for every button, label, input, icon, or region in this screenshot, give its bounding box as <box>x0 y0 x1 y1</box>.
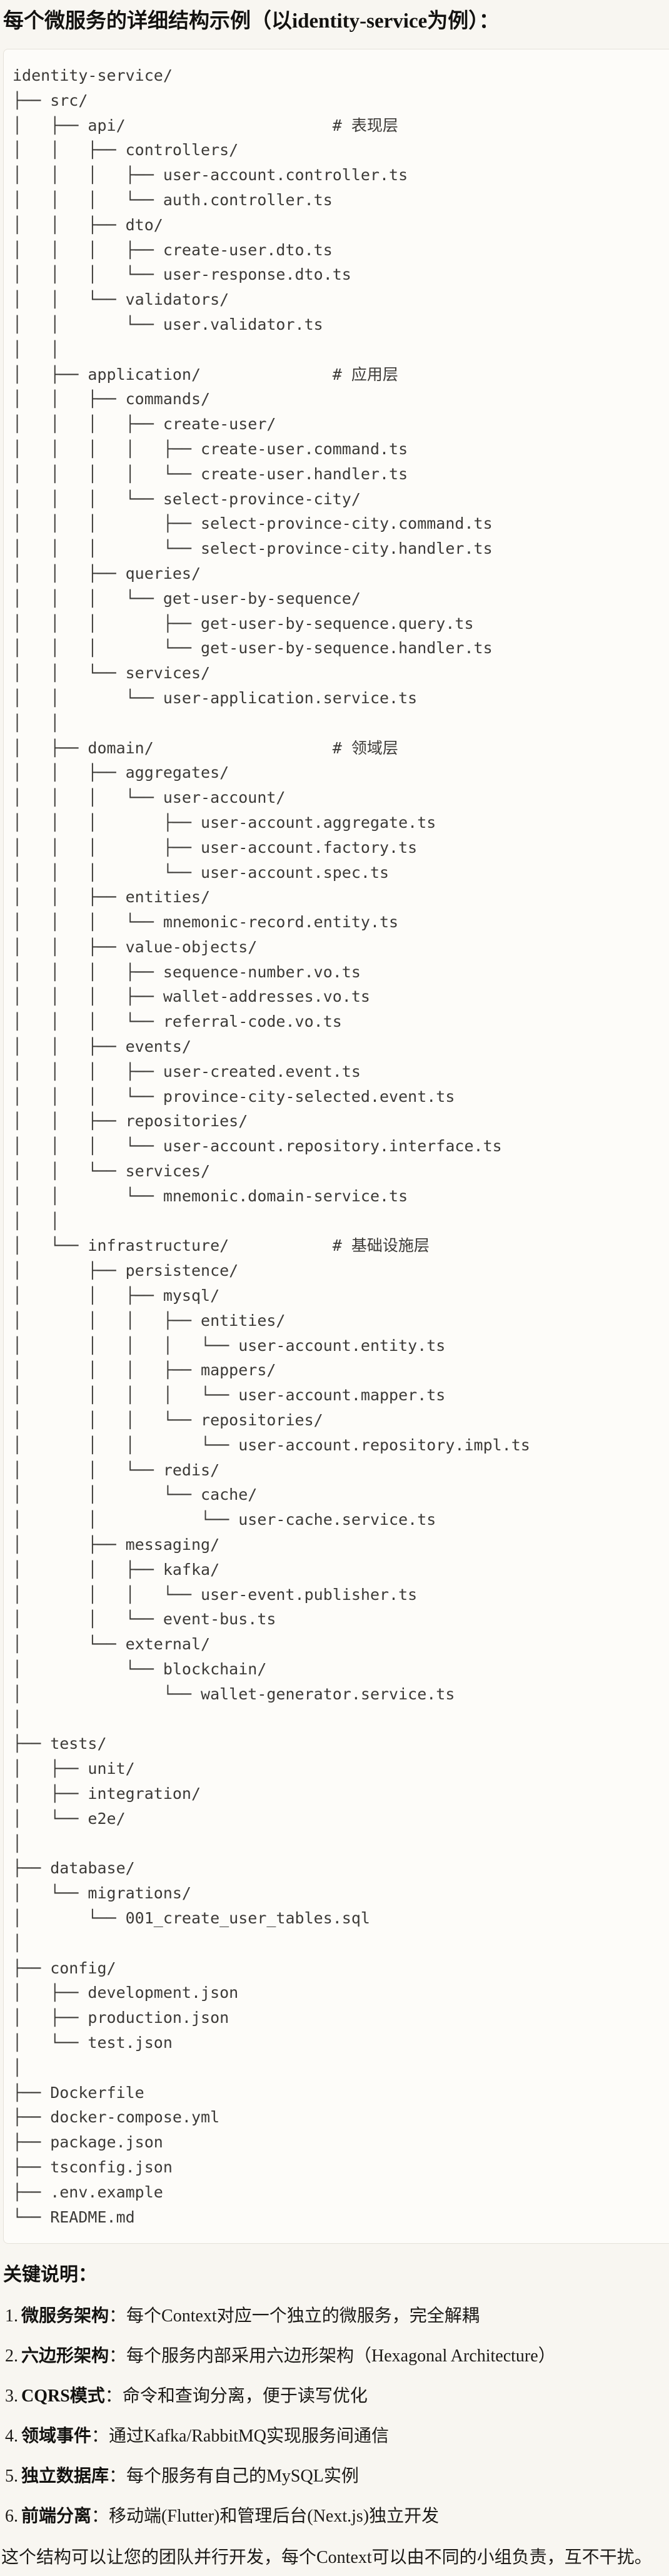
note-item-cqrs: 3.CQRS模式：命令和查询分离，便于读写优化 <box>0 2384 669 2409</box>
note-separator: ： <box>91 2507 109 2527</box>
note-number: 6. <box>5 2507 18 2527</box>
note-term: 六边形架构 <box>21 2346 109 2366</box>
note-separator: ： <box>104 2386 123 2406</box>
note-term: 前端分离 <box>21 2507 92 2527</box>
note-number: 3. <box>5 2386 18 2406</box>
note-separator: ： <box>91 2426 109 2446</box>
note-item-domain-events: 4.领域事件：通过Kafka/RabbitMQ实现服务间通信 <box>0 2424 669 2449</box>
note-item-microservice: 1.微服务架构：每个Context对应一个独立的微服务，完全解耦 <box>0 2304 669 2329</box>
note-number: 5. <box>5 2467 18 2487</box>
directory-tree: identity-service/ ├── src/ │ ├── api/ # … <box>13 66 530 2226</box>
note-number: 4. <box>5 2426 18 2446</box>
note-item-frontend-separation: 6.前端分离：移动端(Flutter)和管理后台(Next.js)独立开发 <box>0 2504 669 2529</box>
closing-paragraph: 这个结构可以让您的团队并行开发，每个Context可以由不同的小组负责，互不干扰… <box>1 2548 652 2568</box>
code-block: identity-service/ ├── src/ │ ├── api/ # … <box>3 49 669 2244</box>
note-description: 每个Context对应一个独立的微服务，完全解耦 <box>126 2306 480 2326</box>
note-term: 领域事件 <box>21 2426 92 2446</box>
note-description: 每个服务有自己的MySQL实例 <box>126 2467 359 2487</box>
note-description: 命令和查询分离，便于读写优化 <box>122 2386 368 2406</box>
note-separator: ： <box>109 2467 127 2487</box>
note-description: 每个服务内部采用六边形架构（Hexagonal Architecture） <box>126 2346 556 2366</box>
note-number: 2. <box>5 2346 18 2366</box>
note-item-independent-db: 5.独立数据库：每个服务有自己的MySQL实例 <box>0 2464 669 2489</box>
page-title: 每个微服务的详细结构示例（以identity-service为例）： <box>3 10 500 33</box>
note-term: CQRS模式 <box>21 2386 105 2406</box>
note-term: 独立数据库 <box>21 2467 109 2487</box>
note-description: 移动端(Flutter)和管理后台(Next.js)独立开发 <box>109 2507 440 2527</box>
notes-heading: 关键说明： <box>3 2264 97 2286</box>
note-item-hexagonal: 2.六边形架构：每个服务内部采用六边形架构（Hexagonal Architec… <box>0 2344 669 2369</box>
note-number: 1. <box>5 2306 18 2326</box>
note-term: 微服务架构 <box>21 2306 109 2326</box>
note-separator: ： <box>109 2306 127 2326</box>
note-separator: ： <box>109 2346 127 2366</box>
note-description: 通过Kafka/RabbitMQ实现服务间通信 <box>109 2426 389 2446</box>
